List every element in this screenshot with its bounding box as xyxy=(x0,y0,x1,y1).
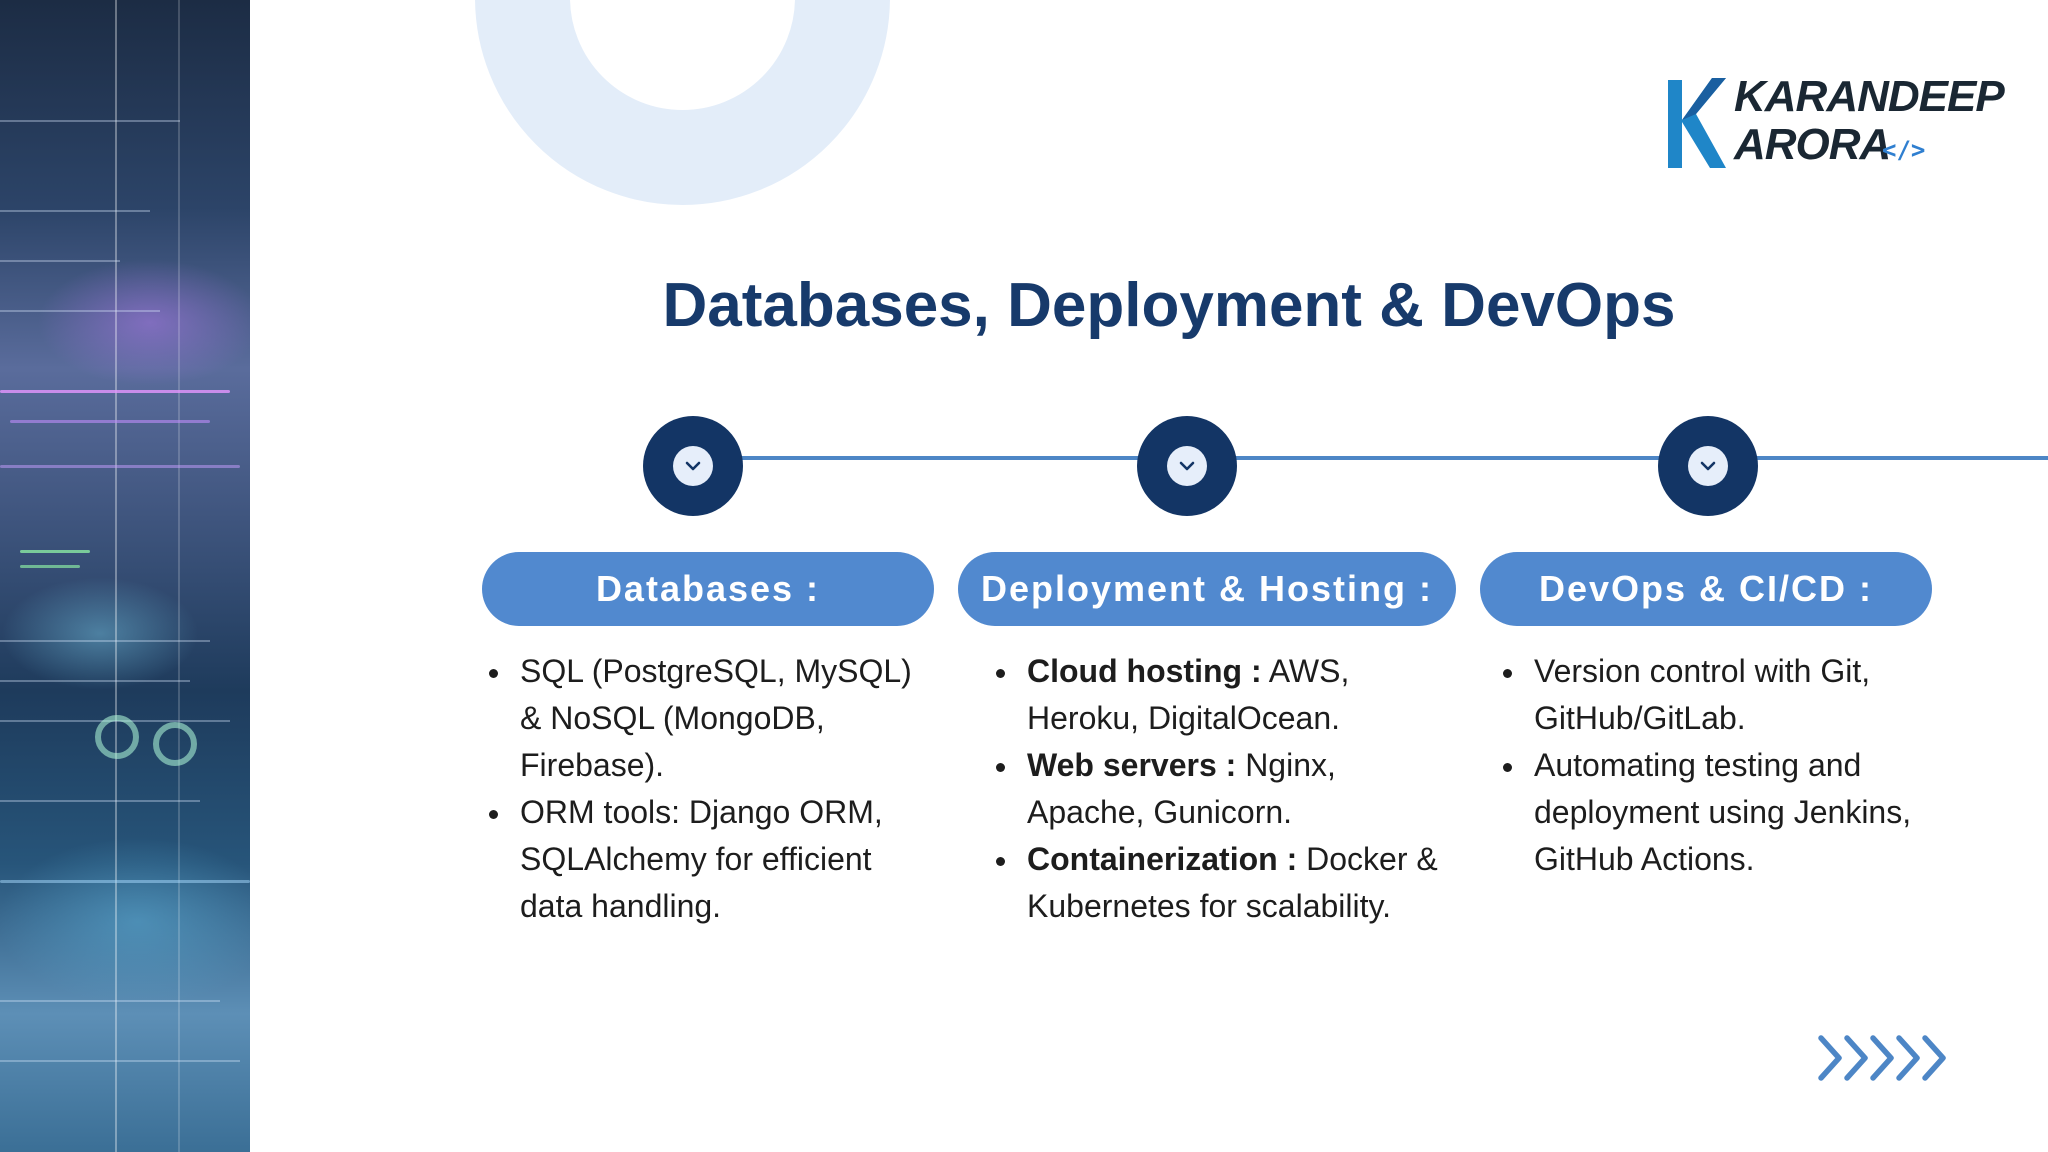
timeline-line xyxy=(690,456,2048,460)
list-item: Automating testing and deployment using … xyxy=(1500,742,1930,883)
chevron-down-icon xyxy=(1688,446,1728,486)
list-item: SQL (PostgreSQL, MySQL) & NoSQL (MongoDB… xyxy=(486,648,936,789)
databases-list: SQL (PostgreSQL, MySQL) & NoSQL (MongoDB… xyxy=(486,648,936,930)
logo-k-icon xyxy=(1668,78,1726,168)
logo-line1: KARANDEEP xyxy=(1734,72,2005,121)
chevron-down-icon xyxy=(1167,446,1207,486)
timeline-node-devops[interactable] xyxy=(1658,416,1758,516)
slide-title: Databases, Deployment & DevOps xyxy=(662,271,1676,340)
pill-devops-cicd: DevOps & CI/CD : xyxy=(1480,552,1932,626)
pill-deployment-hosting: Deployment & Hosting : xyxy=(958,552,1456,626)
list-item: Web servers : Nginx, Apache, Gunicorn. xyxy=(993,742,1453,836)
list-item: Version control with Git, GitHub/GitLab. xyxy=(1500,648,1930,742)
decorative-ring xyxy=(475,0,890,205)
logo-line2: ARORA xyxy=(1734,120,1891,169)
column-deployment: Cloud hosting : AWS, Heroku, DigitalOcea… xyxy=(993,648,1453,930)
side-code-image xyxy=(0,0,250,1152)
list-item: Cloud hosting : AWS, Heroku, DigitalOcea… xyxy=(993,648,1453,742)
brand-logo: KARANDEEP ARORA </> xyxy=(1668,66,2005,176)
list-item: Containerization : Docker & Kubernetes f… xyxy=(993,836,1453,930)
timeline-node-databases[interactable] xyxy=(643,416,743,516)
chevrons-right-icon[interactable] xyxy=(1815,1030,1957,1091)
logo-code-mark: </> xyxy=(1882,136,1926,164)
pill-databases: Databases : xyxy=(482,552,934,626)
list-item: ORM tools: Django ORM, SQLAlchemy for ef… xyxy=(486,789,936,930)
chevron-down-icon xyxy=(673,446,713,486)
column-devops: Version control with Git, GitHub/GitLab.… xyxy=(1500,648,1930,883)
timeline-node-deployment[interactable] xyxy=(1137,416,1237,516)
deployment-list: Cloud hosting : AWS, Heroku, DigitalOcea… xyxy=(993,648,1453,930)
column-databases: SQL (PostgreSQL, MySQL) & NoSQL (MongoDB… xyxy=(486,648,936,930)
devops-list: Version control with Git, GitHub/GitLab.… xyxy=(1500,648,1930,883)
